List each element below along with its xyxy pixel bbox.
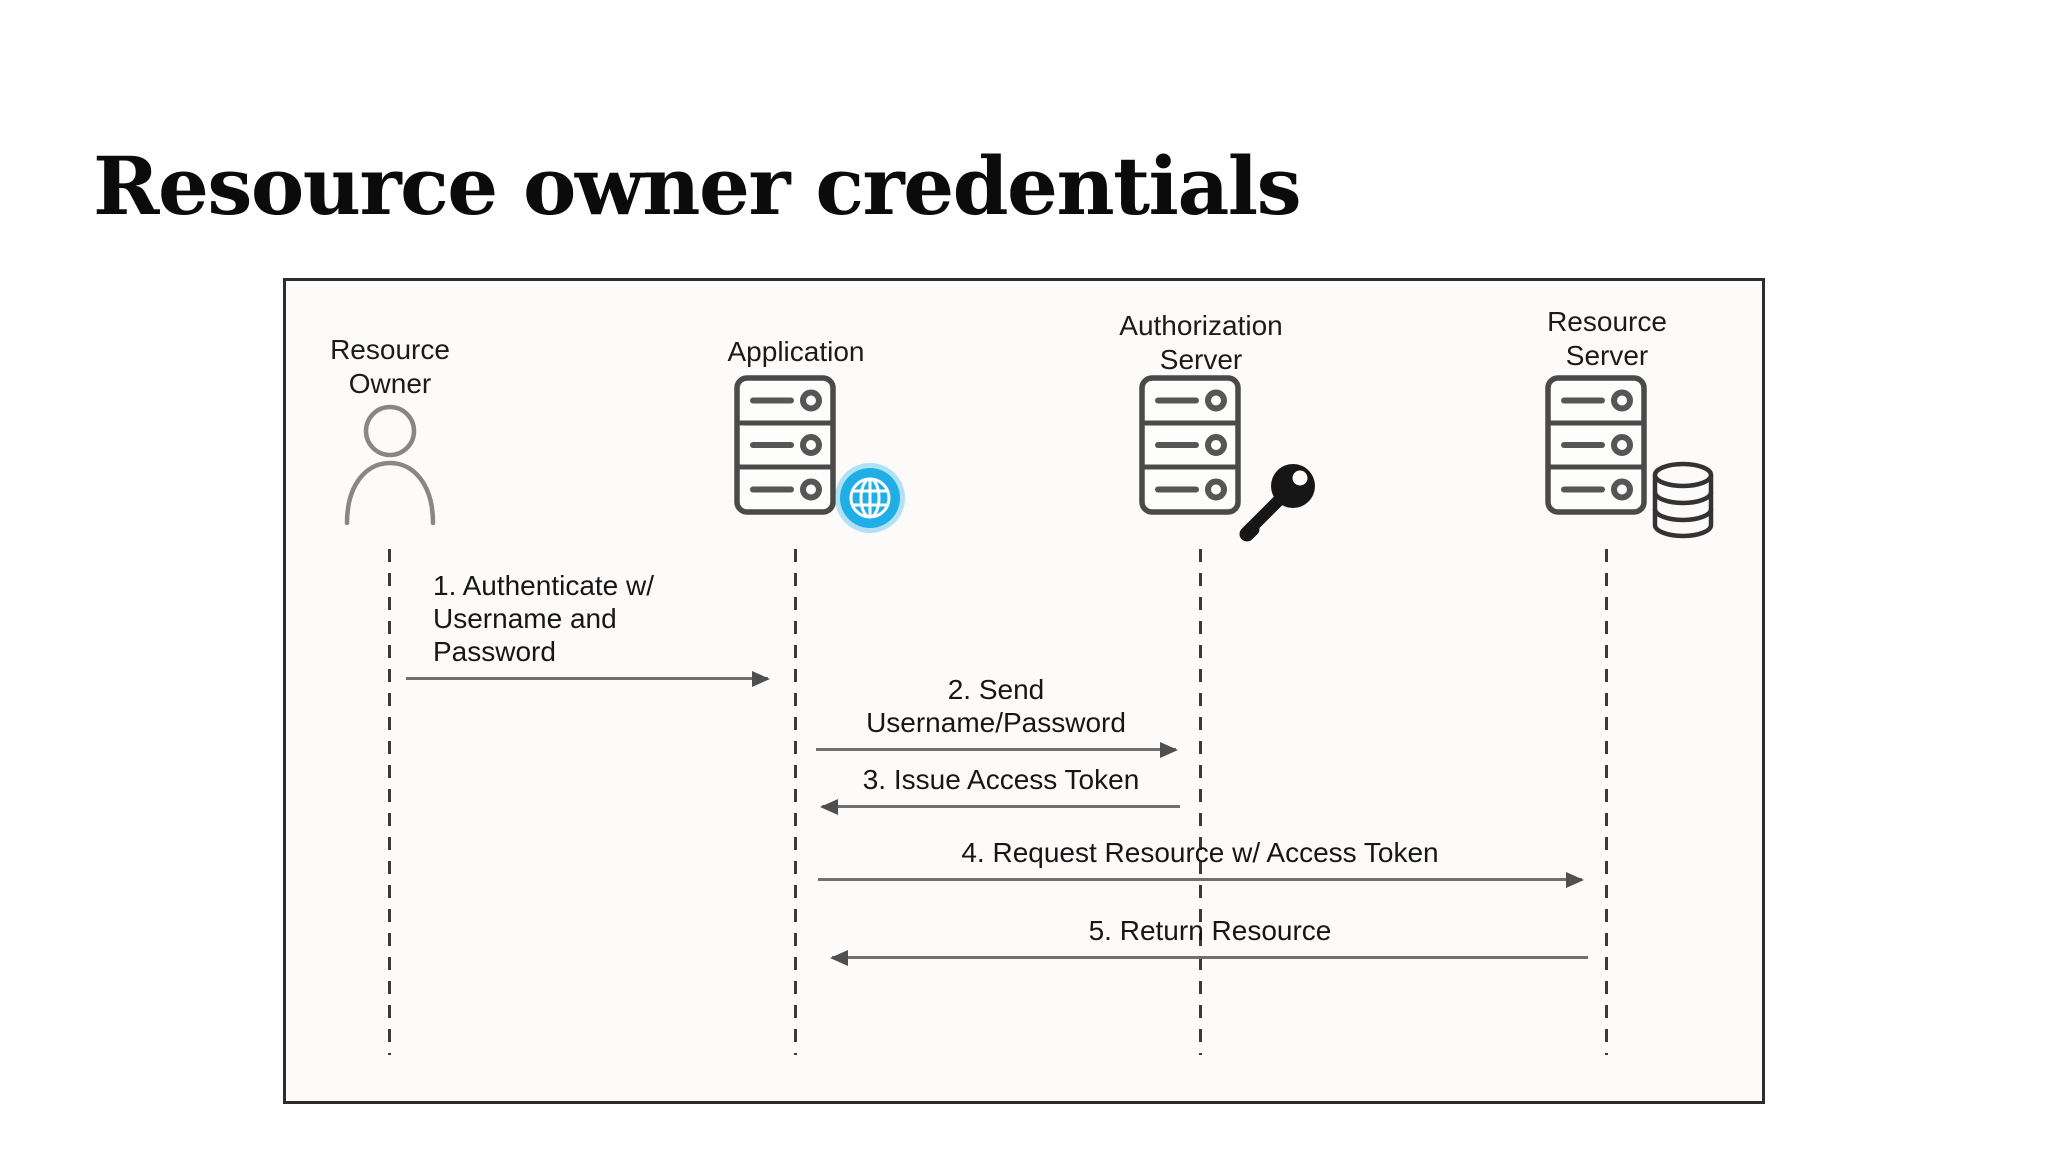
lifeline-authorization-server: [1199, 549, 1202, 1055]
message-label: 5. Return Resource: [1088, 915, 1332, 946]
arrow-line: [830, 949, 1588, 966]
person-icon: [340, 401, 440, 530]
key-badge-icon: [1238, 459, 1322, 548]
message-label: 3. Issue Access Token: [862, 764, 1140, 795]
diagram-panel: Resource Owner Application: [283, 278, 1765, 1104]
arrow-line: [816, 741, 1178, 758]
message-5-return-resource: 5. Return Resource: [830, 914, 1588, 966]
message-3-issue-token: 3. Issue Access Token: [820, 763, 1180, 815]
message-label: 1. Authenticate w/ Username and Password: [433, 570, 655, 667]
lifeline-application: [794, 549, 797, 1055]
message-2-send-credentials: 2. Send Username/Password: [816, 673, 1178, 758]
server-icon: [1544, 375, 1648, 520]
server-icon: [733, 375, 837, 520]
slide-title: Resource owner credentials: [93, 139, 1302, 233]
message-label: 2. Send Username/Password: [866, 674, 1126, 738]
arrow-line: [406, 670, 770, 687]
lifeline-resource-owner: [388, 549, 391, 1055]
actor-label-resource-owner: Resource Owner: [330, 334, 450, 399]
actor-label-authorization-server: Authorization Server: [1119, 310, 1283, 375]
database-badge-icon: [1650, 460, 1716, 545]
arrow-line: [818, 871, 1584, 888]
server-icon: [1138, 375, 1242, 520]
actor-label-resource-server: Resource Server: [1547, 306, 1667, 371]
message-label: 4. Request Resource w/ Access Token: [961, 837, 1439, 868]
message-4-request-resource: 4. Request Resource w/ Access Token: [818, 836, 1584, 888]
globe-badge-icon: [834, 462, 906, 539]
message-1-authenticate: 1. Authenticate w/ Username and Password: [406, 569, 770, 687]
arrow-line: [820, 798, 1180, 815]
lifeline-resource-server: [1605, 549, 1608, 1055]
actor-label-application: Application: [727, 336, 865, 367]
